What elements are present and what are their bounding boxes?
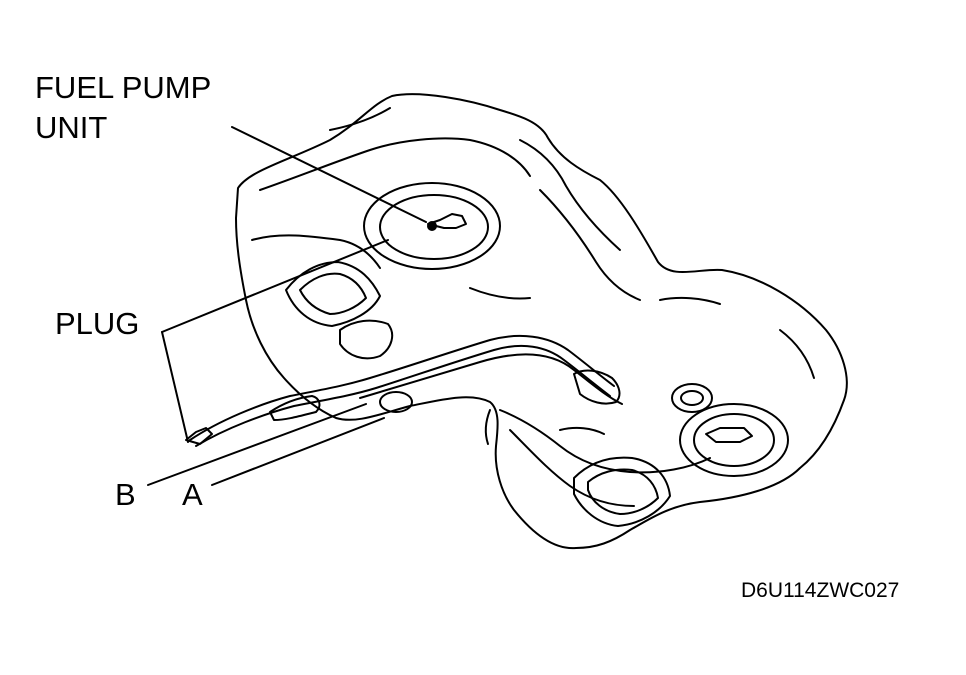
plug-leader-line-lower (161, 331, 189, 443)
leader-line-a (211, 417, 385, 486)
middle-fitting-outer (671, 383, 713, 413)
figure-code: D6U114ZWC027 (741, 579, 900, 602)
sender-connector (705, 427, 753, 443)
lower-tank-contour-2 (509, 429, 635, 507)
fuel-pump-connector (427, 213, 467, 229)
tank-outline (235, 93, 848, 550)
left-panel-inner (299, 272, 367, 315)
tank-detail-4 (469, 287, 531, 300)
tank-detail-5 (484, 409, 491, 445)
fuel-pump-ring-inner (379, 194, 489, 260)
left-panel-outer (285, 261, 381, 327)
middle-fitting-inner (680, 390, 704, 406)
leader-line-b (147, 403, 367, 486)
lower-tank-contour-1 (499, 409, 711, 474)
fuel-pump-unit-label-line1: FUEL PUMP (35, 70, 212, 105)
lower-panel-outer (573, 456, 671, 527)
fuel-pump-unit-label-line2: UNIT (35, 110, 108, 145)
tank-detail-2 (779, 329, 815, 379)
fuel-filter (573, 369, 621, 405)
hose-tube (269, 395, 321, 421)
sender-ring-outer (679, 403, 789, 477)
fuel-line-3 (359, 353, 623, 405)
fuel-pump-plug-point (427, 221, 437, 231)
fuel-line-1 (189, 334, 615, 441)
tank-contour-1 (259, 137, 531, 191)
plug-label: PLUG (55, 306, 140, 341)
tank-detail-3 (559, 426, 605, 435)
tank-detail-1 (659, 296, 721, 305)
fuel-pump-leader-line (231, 126, 427, 223)
tank-contour-2 (251, 234, 381, 269)
plug-leader-line-upper (161, 239, 389, 333)
tank-contour-5 (519, 139, 621, 251)
lower-panel-inner (587, 468, 659, 515)
plug-connector (185, 427, 213, 445)
tank-contour-4 (329, 107, 391, 131)
label-a: A (182, 477, 203, 512)
tank-contour-3 (539, 189, 641, 301)
fuel-pump-ring-outer (363, 182, 501, 270)
left-panel-2 (339, 319, 394, 360)
label-b: B (115, 477, 136, 512)
sender-ring-inner (693, 413, 775, 467)
fuel-line-2 (195, 344, 611, 447)
line-fitting-left (379, 391, 413, 413)
